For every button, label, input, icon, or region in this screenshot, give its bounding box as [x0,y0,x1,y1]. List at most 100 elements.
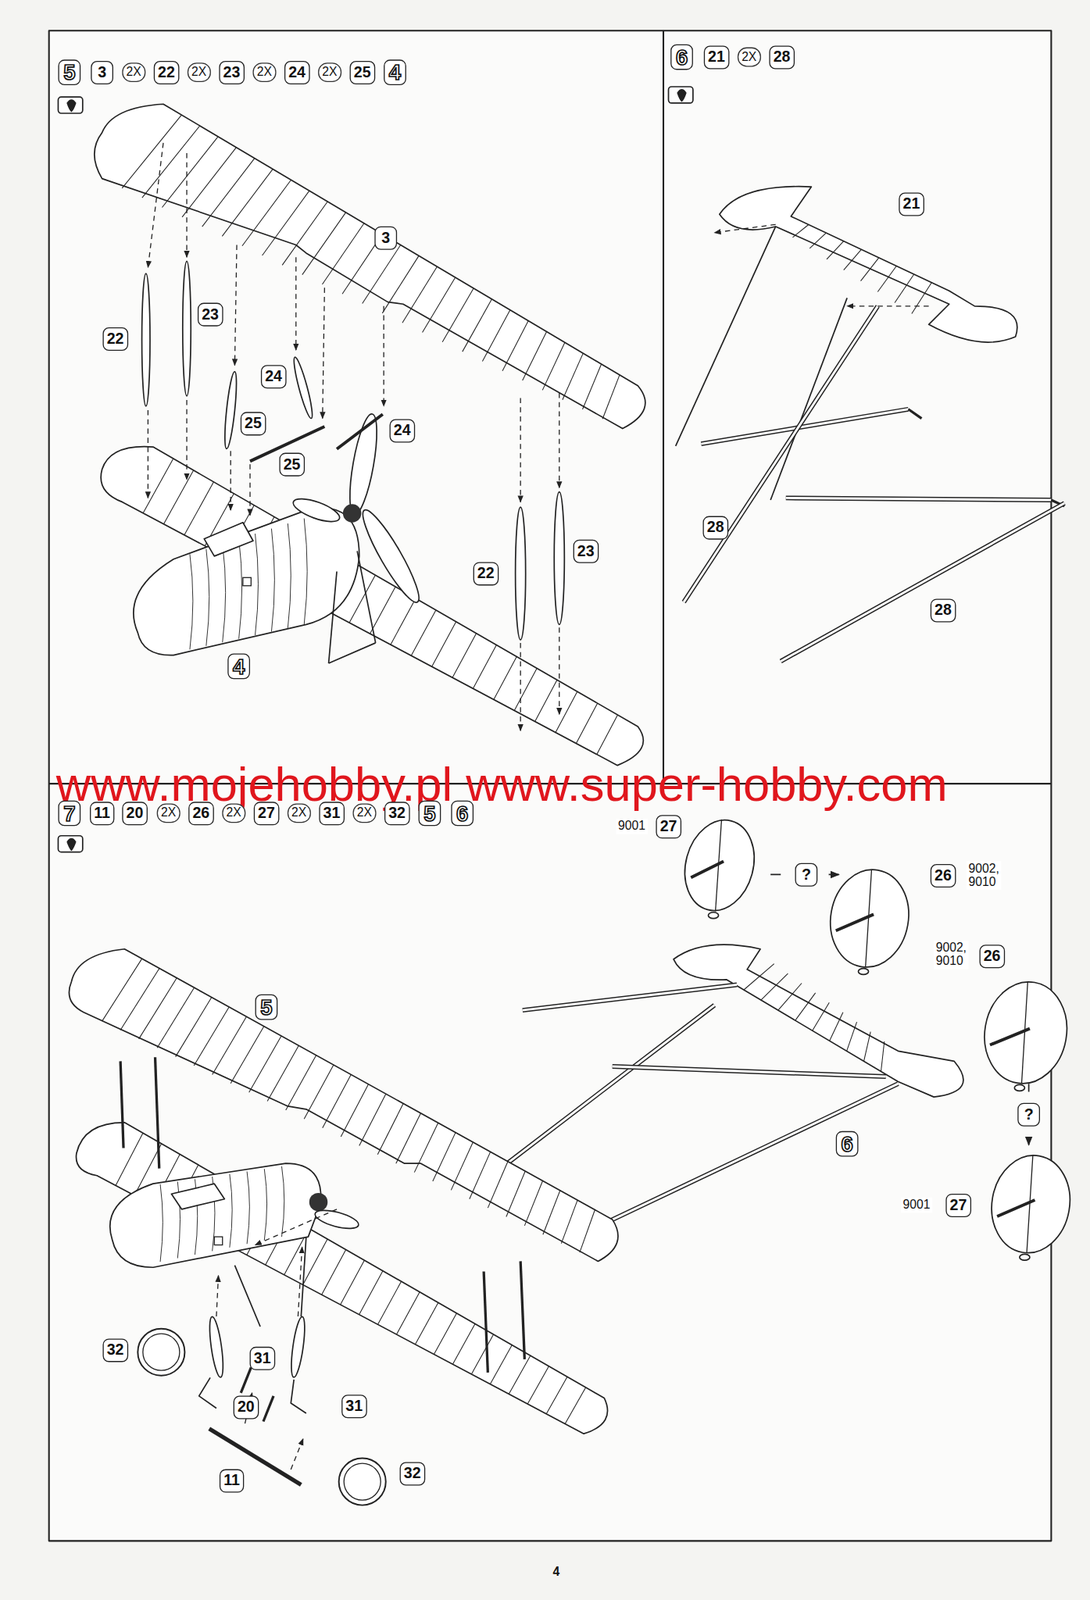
wing-rib [795,993,816,1021]
wing-rib [861,257,880,282]
panel-frame [49,30,1052,1541]
glue-icon [677,89,686,101]
wing-rib [242,179,292,246]
wing-rib [911,282,932,315]
part-number: 11 [219,1469,244,1493]
wing-rib [508,1355,531,1394]
rod-28 [780,503,1065,662]
strut-31 [207,1315,226,1378]
wing-rib [396,1292,421,1335]
part-number: 31 [318,801,344,825]
wing-rib [564,1387,586,1425]
paint-code: 9001 [900,1197,933,1214]
quantity-mark: 2X [252,62,276,83]
wing-rib [582,364,602,410]
fuselage [133,507,360,655]
strut [234,1265,261,1327]
wing-rib [161,136,218,208]
wing-rib [302,212,347,276]
wing-rib [321,1250,347,1296]
guide-arrow [185,400,187,480]
fuselage-line [160,1184,163,1262]
wing-rib [542,342,565,390]
step-number: 6 [836,1131,859,1158]
lower-wing [76,1122,608,1434]
cockpit [203,522,254,557]
panel-divider [662,30,665,784]
wing-rib [493,657,517,701]
fuselage-line [264,1168,267,1241]
wing-rib [471,1334,494,1375]
wing-rib [535,679,558,722]
guide-arrow [295,257,297,351]
guide-arrow [234,244,237,365]
part-number: 27 [253,801,279,825]
wing-rib [340,1084,369,1137]
wing-rib [396,1113,422,1164]
strut-22 [515,507,526,640]
guide-arrow [322,287,326,419]
lower-wing [100,446,644,766]
rudder [976,975,1076,1090]
wing-rib [469,1151,491,1199]
propeller-blade [313,1207,361,1233]
rod [612,1066,887,1077]
wing-rib [450,1142,473,1191]
wing-rib [303,1239,328,1286]
wing-rib [121,114,182,189]
engine [343,503,362,523]
rudder-tab [857,968,869,976]
paint-code: 9002, 9010 [933,940,969,970]
rudder [822,863,917,974]
wing-rib [115,1132,143,1186]
part-number: 26 [930,864,956,887]
wing-rib [402,266,437,323]
wing-rib [282,201,328,265]
part-number: 26 [979,944,1005,968]
guide-arrow [290,1439,304,1470]
page-number: 4 [550,1565,562,1581]
window [214,1236,222,1245]
part-number: 23 [197,303,223,326]
part-number: 3 [90,60,114,84]
fuselage-line [287,523,291,629]
quantity-mark: 2X [121,62,146,83]
wing-rib [390,598,416,645]
step-number: 5 [57,59,81,86]
fuselage-line [222,543,226,643]
wing-rib [175,997,212,1058]
wing-rib [422,277,456,333]
wing-rib [846,1022,858,1051]
wing-rib [340,1260,365,1305]
wing-rib [432,1132,456,1182]
wing-rib [543,1190,561,1235]
rudder-tab [707,912,719,919]
wing-rib [596,714,619,755]
fuselage-line [239,539,243,640]
part-number: 11 [89,801,115,825]
wing-rib [452,1324,476,1366]
wing-rib [579,1210,595,1254]
part-number: 31 [341,1394,367,1418]
rudder-tab [1019,1254,1030,1261]
guide-arrow [297,1247,302,1317]
guide-arrow [519,397,521,502]
watermark: www.mojehobby.pl www.super-hobby.com [56,759,948,808]
wing-rib [414,1122,438,1173]
part-number: 25 [278,453,304,476]
wing-rib [202,158,255,228]
upper-wing [68,949,619,1262]
wheel-32 [339,1458,386,1506]
wing-rib [433,1313,457,1355]
wing-rib [524,1180,543,1226]
part-number: 24 [260,364,286,388]
guide-arrow [846,305,929,307]
wheel-32 [137,1329,185,1376]
part-number: 22 [153,60,179,84]
rod-28 [683,306,878,603]
guide-arrow [382,306,384,407]
strut [328,643,376,664]
strut-20 [263,1396,274,1423]
